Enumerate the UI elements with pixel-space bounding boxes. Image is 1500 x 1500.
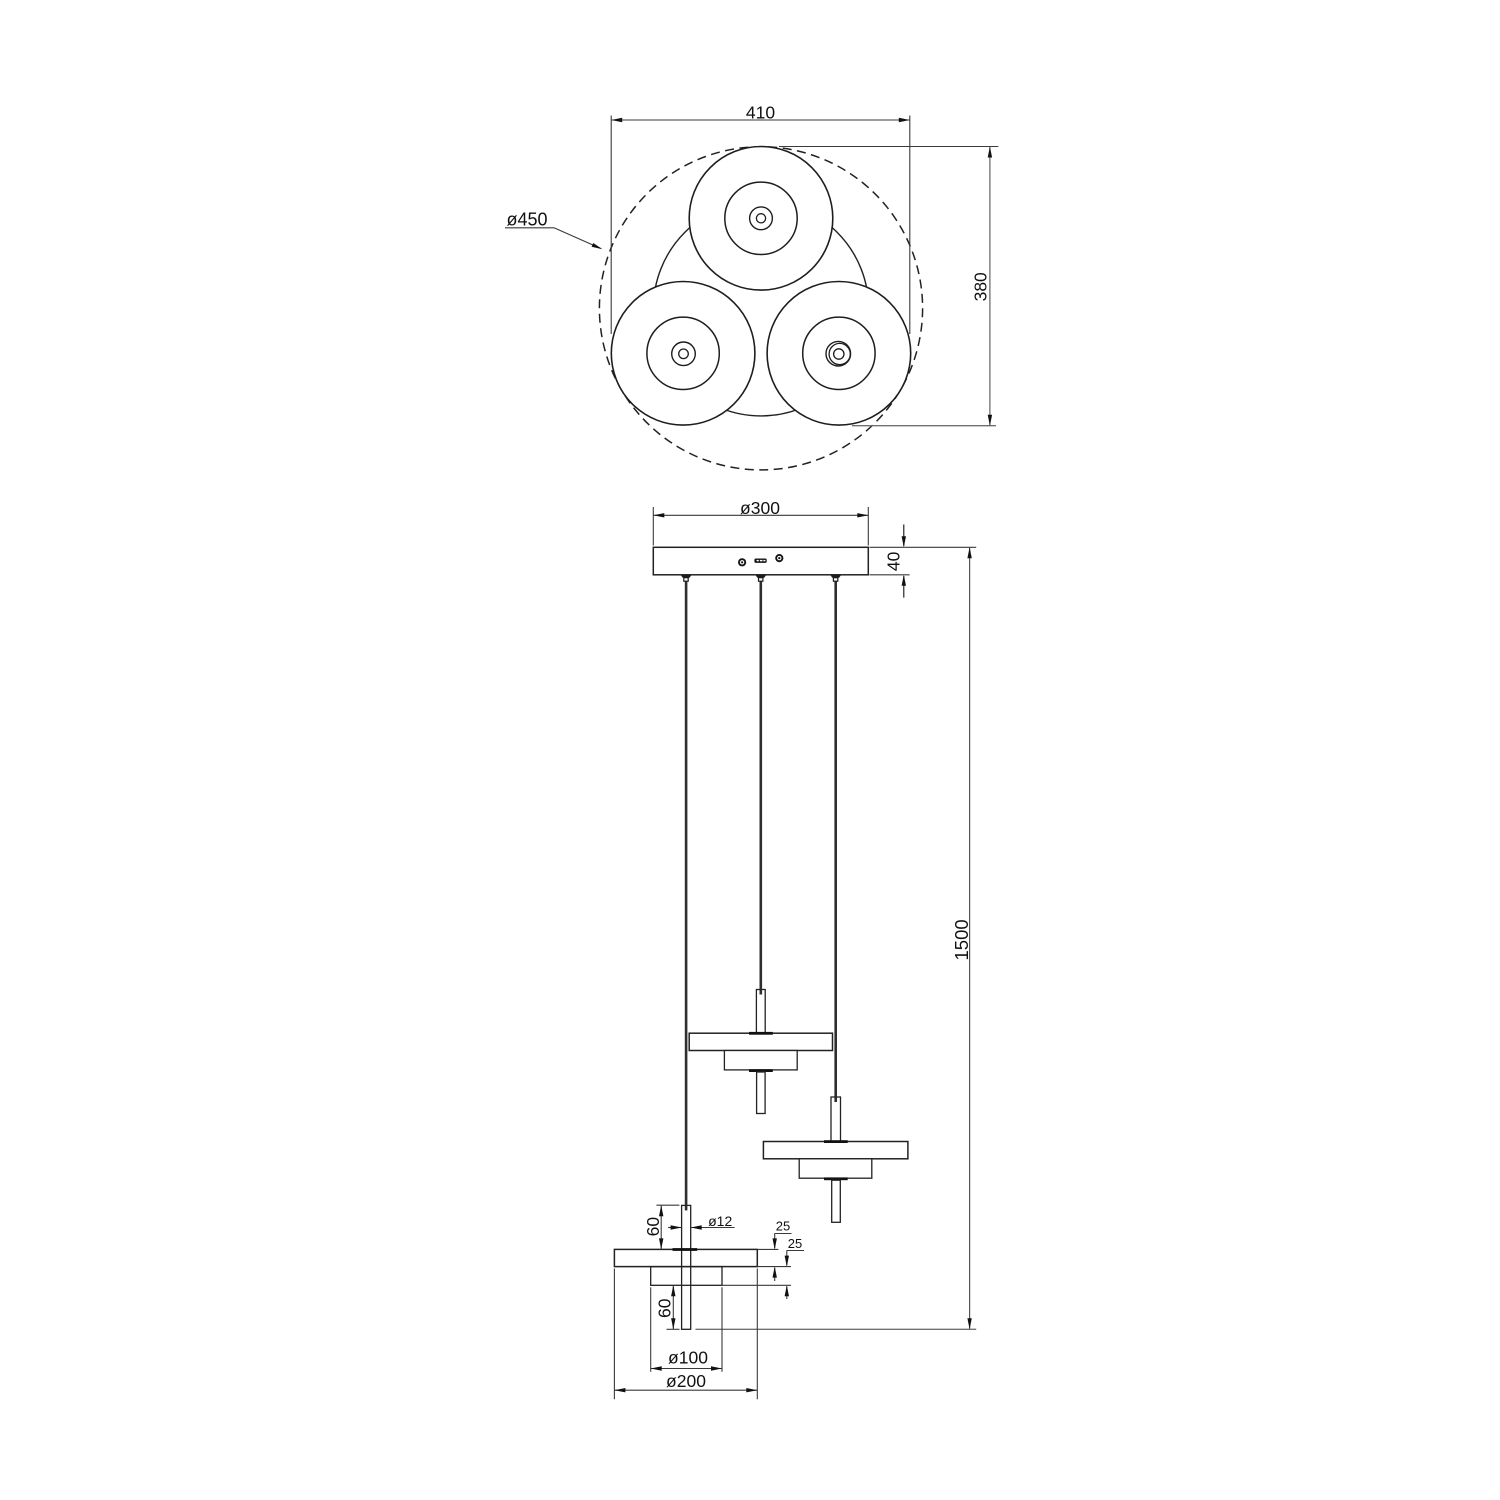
svg-text:60: 60 (643, 1217, 663, 1237)
svg-text:ø200: ø200 (666, 1371, 706, 1391)
svg-text:ø450: ø450 (506, 210, 547, 230)
svg-text:ø300: ø300 (740, 498, 780, 518)
svg-text:ø100: ø100 (668, 1348, 708, 1368)
svg-text:40: 40 (884, 551, 904, 571)
svg-text:25: 25 (788, 1236, 802, 1251)
svg-text:25: 25 (776, 1219, 790, 1234)
svg-text:ø12: ø12 (708, 1213, 732, 1229)
svg-text:1500: 1500 (951, 919, 972, 960)
svg-text:60: 60 (654, 1298, 674, 1318)
svg-text:410: 410 (746, 103, 775, 123)
svg-text:380: 380 (970, 272, 990, 301)
